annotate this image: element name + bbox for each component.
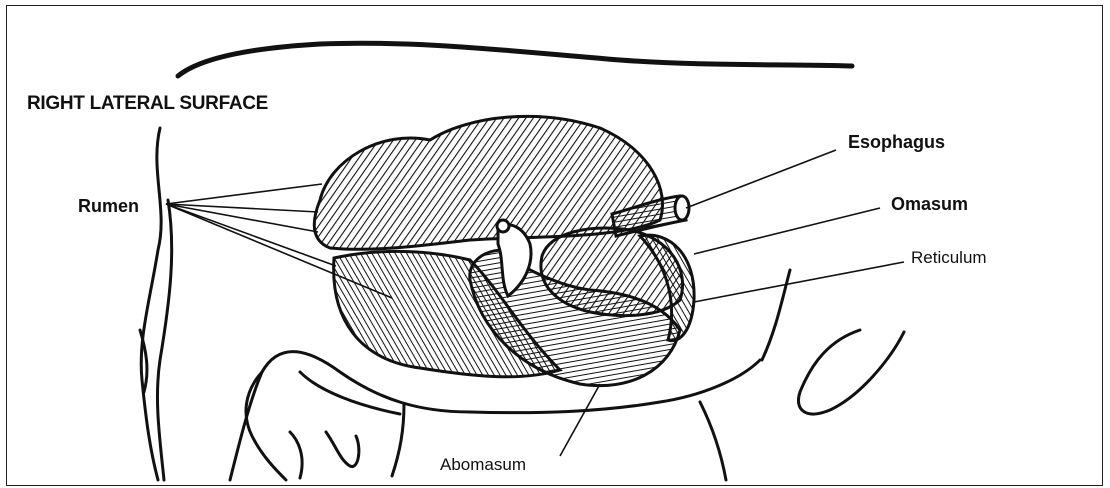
label-omasum: Omasum [891,194,968,215]
figure-title: RIGHT LATERAL SURFACE [27,93,268,115]
stomach [314,116,694,385]
label-reticulum: Reticulum [911,248,987,268]
label-abomasum: Abomasum [440,455,526,475]
label-rumen: Rumen [78,196,139,217]
label-esophagus: Esophagus [848,132,945,153]
